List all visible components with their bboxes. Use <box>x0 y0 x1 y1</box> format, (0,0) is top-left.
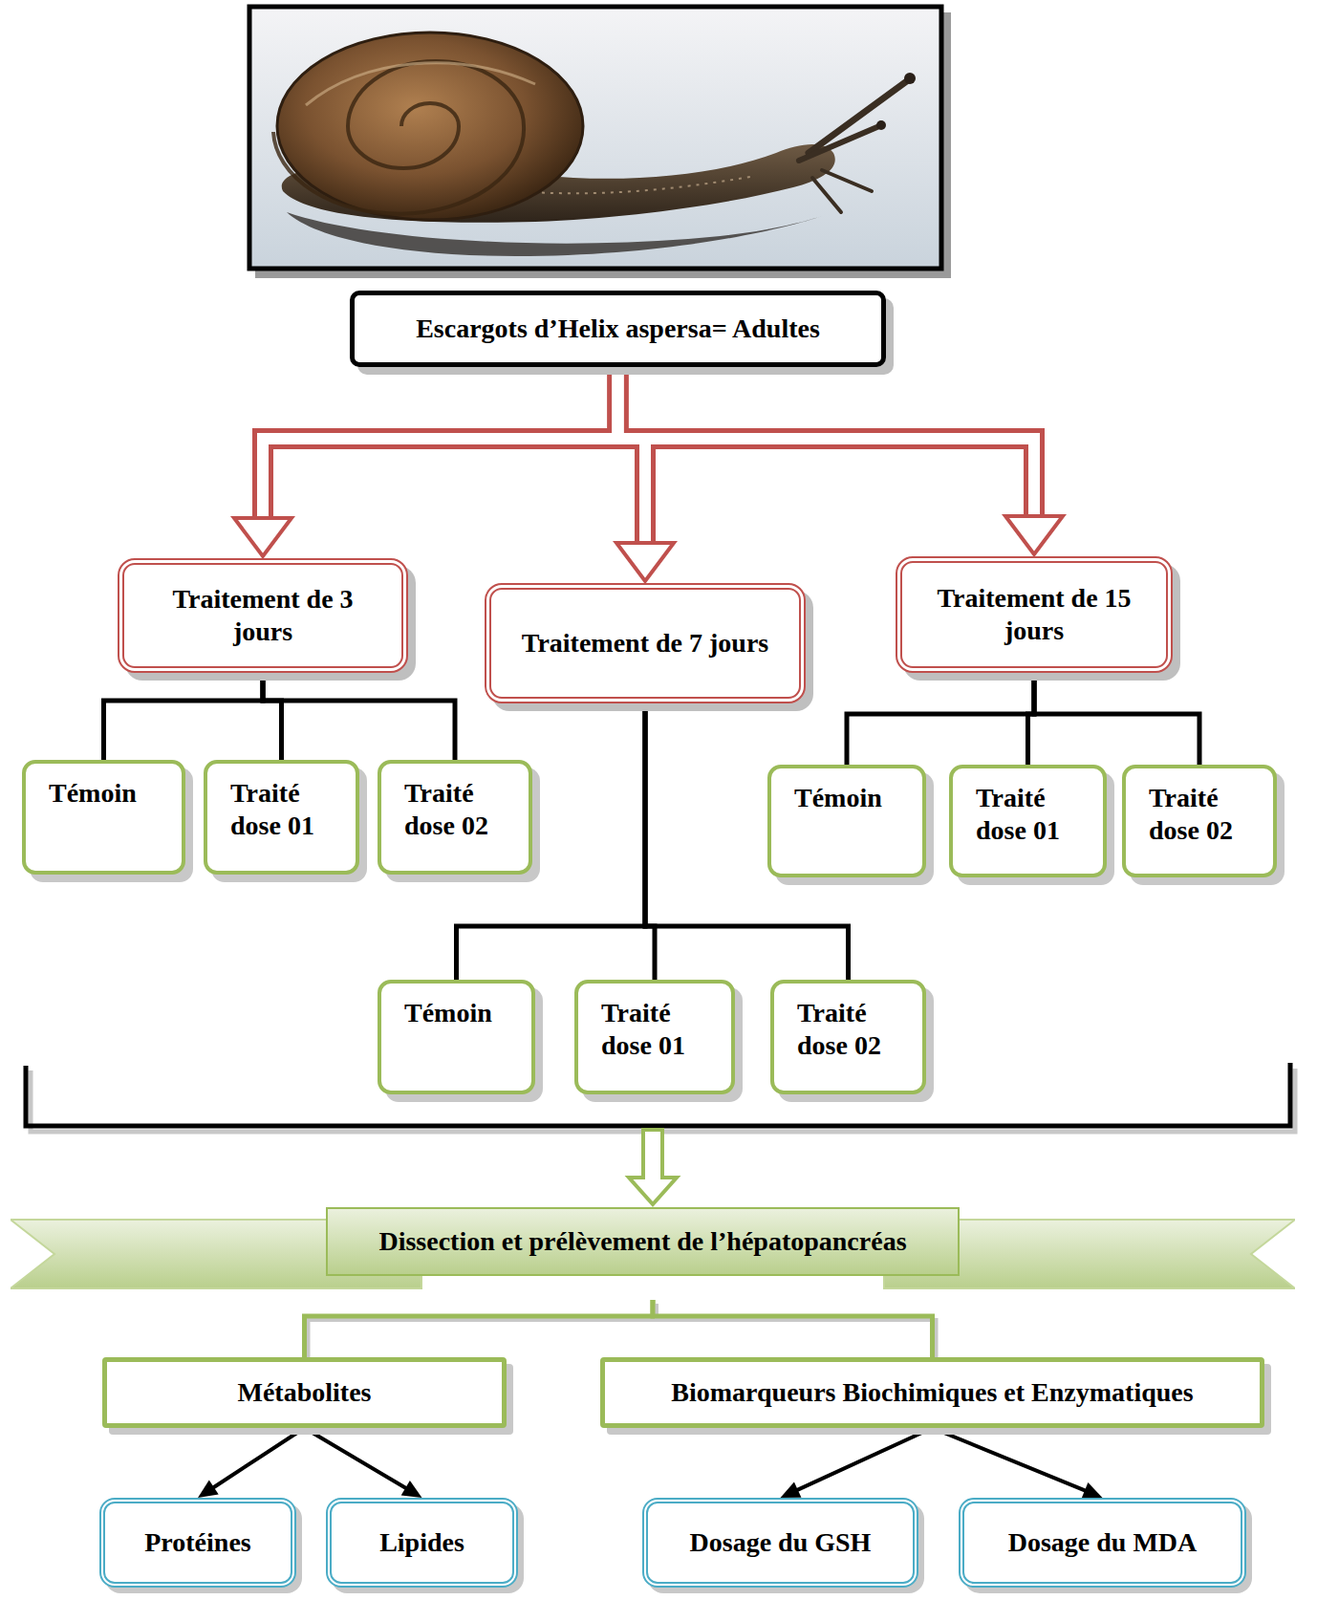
arrow-connector <box>304 1427 423 1498</box>
tree-connector <box>652 1299 937 1361</box>
arrow-connector <box>197 1427 305 1498</box>
connector-line <box>652 1299 933 1358</box>
node-text: Témoin <box>404 996 515 1030</box>
hollow-arrowhead <box>616 542 674 582</box>
assay-box: Lipides <box>325 1497 519 1588</box>
treatment-box: Traitement de 15 jours <box>895 556 1173 673</box>
node-text: Dosage du GSH <box>663 1526 898 1559</box>
node-text: Traité dose 01 <box>975 781 1086 846</box>
connector-shadow <box>656 1303 937 1361</box>
group-box: Traité dose 01 <box>203 759 360 875</box>
node-text: Dissection et prélèvement de l’hépatopan… <box>378 1225 907 1258</box>
category-box: Biomarqueurs Biochimiques et Enzymatique… <box>600 1357 1265 1428</box>
connector-line <box>304 1427 410 1490</box>
group-box: Témoin <box>767 764 927 878</box>
connector-line <box>846 672 1035 765</box>
assay-box: Dosage du MDA <box>958 1497 1247 1588</box>
tree-connector <box>104 672 264 760</box>
tree-connector <box>304 1299 658 1361</box>
group-box: Témoin <box>21 759 186 875</box>
connector-line <box>262 672 282 760</box>
tree-connector <box>846 672 1035 765</box>
down-arrow <box>628 1129 677 1205</box>
connector-line <box>794 1427 932 1491</box>
node-text: Traité dose 01 <box>601 996 714 1061</box>
node-text: Dosage du MDA <box>979 1526 1226 1559</box>
node-text: Témoin <box>48 777 165 810</box>
arrow-connector <box>780 1427 933 1498</box>
tree-connector <box>262 672 282 760</box>
node-text: Témoin <box>794 781 906 815</box>
connector-line <box>210 1427 304 1490</box>
connector-shadow <box>308 1303 658 1361</box>
arrow-connector <box>932 1427 1103 1499</box>
group-box: Traité dose 02 <box>770 979 927 1095</box>
connector-line <box>1034 672 1200 765</box>
hollow-arrowhead <box>234 518 292 557</box>
group-box: Traité dose 01 <box>949 764 1107 878</box>
node-text: Traité dose 02 <box>797 996 906 1061</box>
hollow-arrowhead <box>1005 516 1063 555</box>
group-box: Traité dose 02 <box>1122 764 1277 878</box>
category-box: Métabolites <box>102 1357 507 1428</box>
node-text: Traité dose 02 <box>1148 781 1256 846</box>
node-text: Protéines <box>120 1526 276 1559</box>
tree-connector <box>262 672 455 760</box>
hollow-arrow-inner <box>618 368 1036 521</box>
treatment-box: Traitement de 3 jours <box>117 558 409 673</box>
hollow-arrow-inner <box>262 368 619 523</box>
node-text: Traité dose 02 <box>404 777 512 842</box>
node-text: Traitement de 15 jours <box>930 582 1138 647</box>
ribbon-panel <box>326 1208 959 1275</box>
connector-line <box>104 672 264 760</box>
arrowhead <box>780 1481 802 1498</box>
arrowhead <box>1081 1482 1103 1499</box>
tube-inner-layer <box>262 368 1035 548</box>
arrowhead <box>197 1480 219 1498</box>
node-text: Escargots d’Helix aspersa= Adultes <box>373 312 863 346</box>
node-text: Lipides <box>346 1526 497 1559</box>
treatment-box: Traitement de 7 jours <box>484 582 806 704</box>
assay-box: Protéines <box>99 1497 297 1588</box>
node-text: Traitement de 3 jours <box>152 582 373 648</box>
assay-box: Dosage du GSH <box>642 1497 919 1588</box>
group-box: Témoin <box>377 979 536 1095</box>
connector-line <box>304 1299 654 1358</box>
node-text: Biomarqueurs Biochimiques et Enzymatique… <box>622 1376 1243 1409</box>
connector-line <box>932 1427 1089 1492</box>
arrowhead <box>401 1480 423 1498</box>
ribbon-band: Dissection et prélèvement de l’hépatopan… <box>10 1206 1296 1300</box>
node-text: Traitement de 7 jours <box>519 626 771 660</box>
ribbon-label-holder: Dissection et prélèvement de l’hépatopan… <box>326 1208 959 1275</box>
node-text: Métabolites <box>124 1376 485 1409</box>
connector-line <box>262 672 455 760</box>
start-box: Escargots d’Helix aspersa= Adultes <box>349 290 886 368</box>
group-box: Traité dose 01 <box>574 979 735 1095</box>
snail-photo <box>249 6 951 279</box>
tree-connector <box>1034 672 1200 765</box>
node-text: Traité dose 01 <box>230 777 339 842</box>
group-box: Traité dose 02 <box>377 759 533 875</box>
